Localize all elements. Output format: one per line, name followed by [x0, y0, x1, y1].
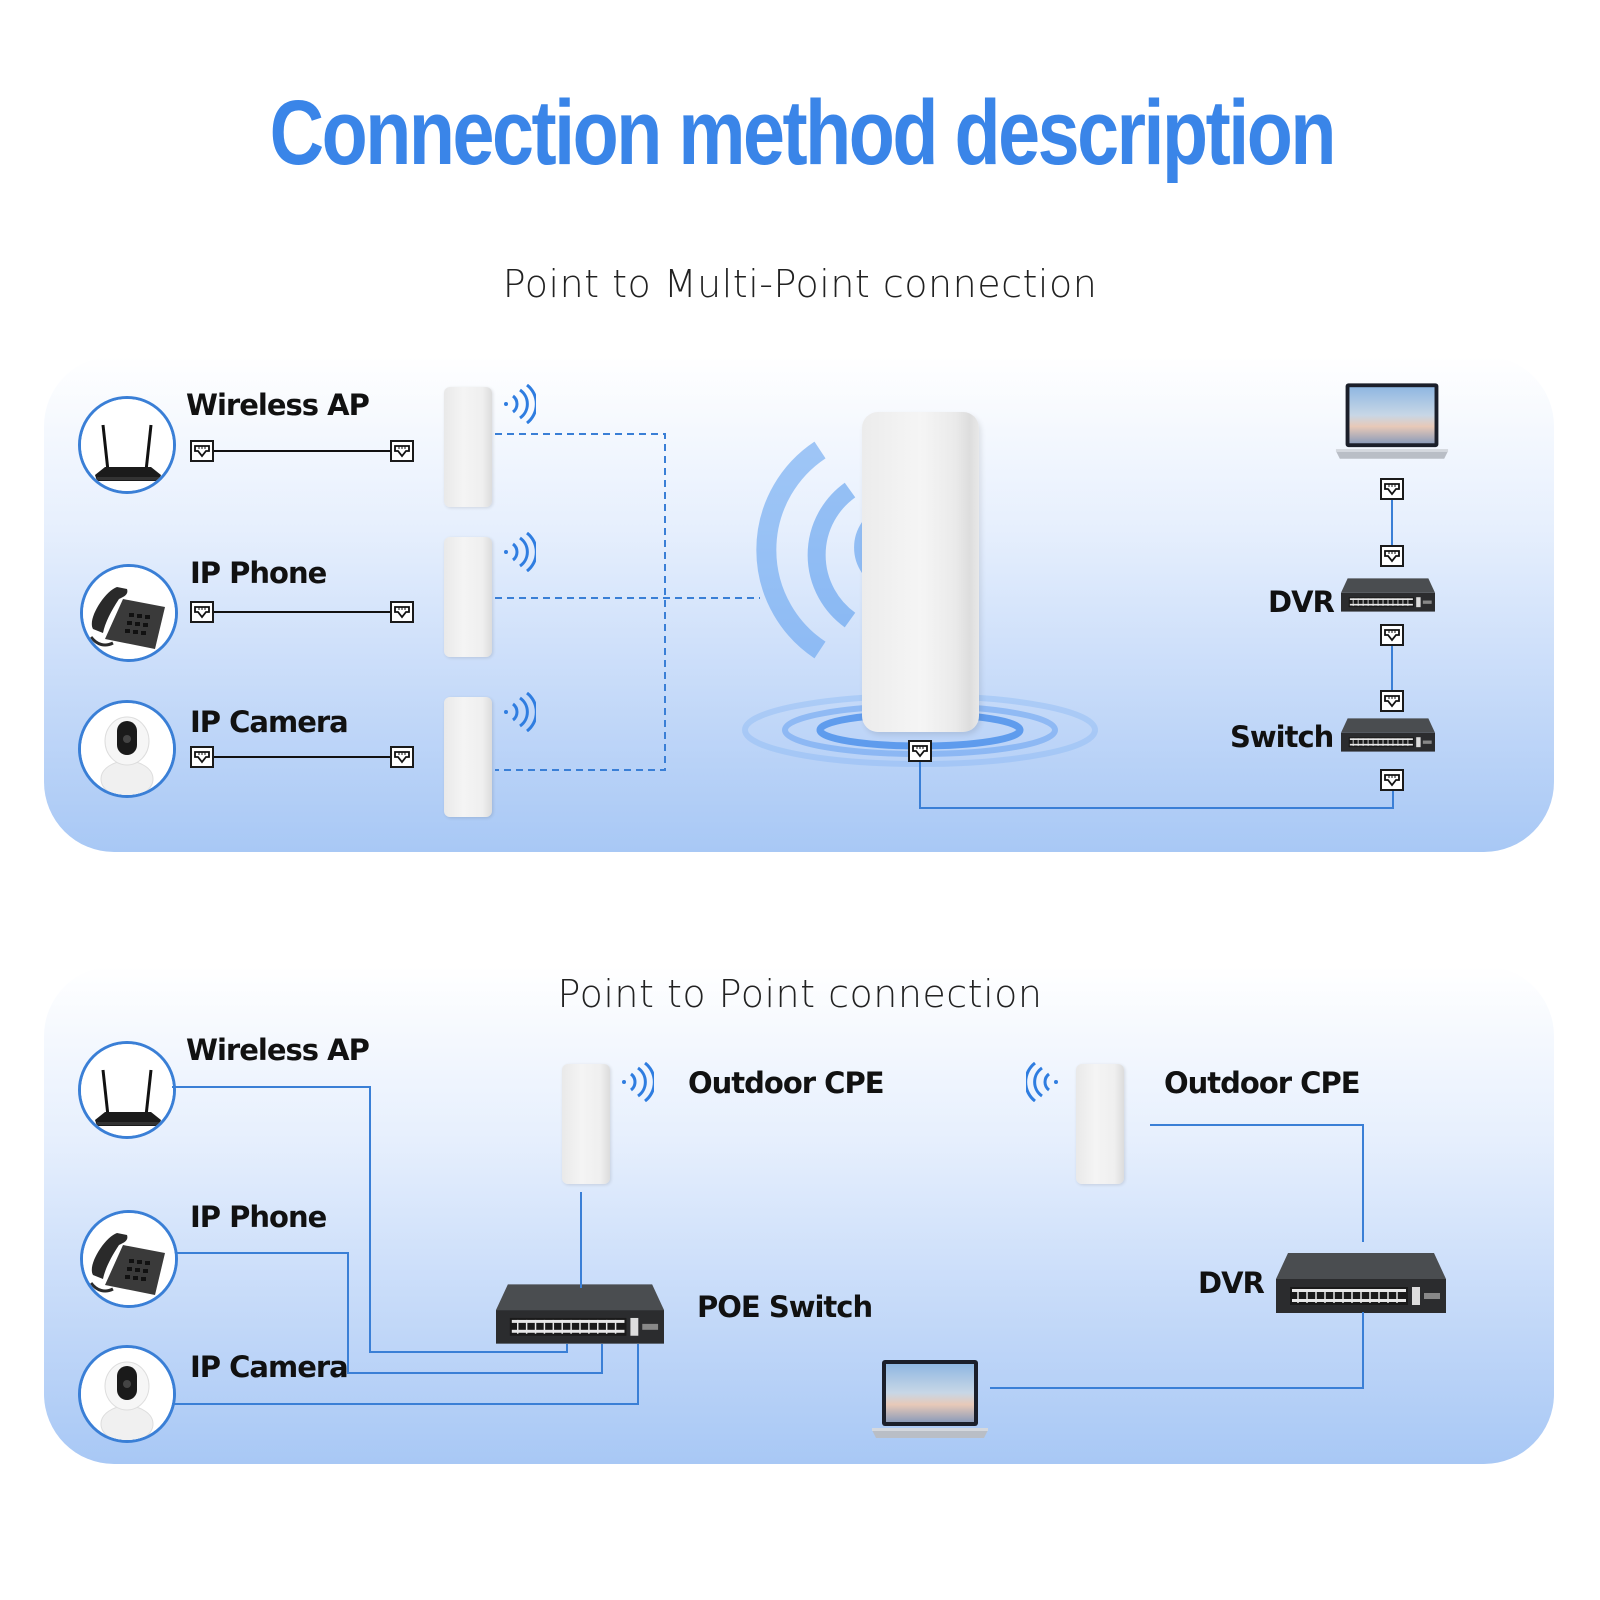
- page-title: Connection method description: [269, 82, 1337, 184]
- label-ip-camera: IP Camera: [190, 1350, 349, 1384]
- ethernet-port-icon: [190, 746, 214, 768]
- outdoor-cpe-left: [562, 1064, 610, 1184]
- ethernet-port-icon: [1380, 769, 1404, 791]
- label-outdoor-cpe-left: Outdoor CPE: [688, 1066, 885, 1100]
- label-wireless-ap: Wireless AP: [186, 388, 370, 422]
- ethernet-port-icon: [1380, 690, 1404, 712]
- wifi-signal-icon: [1026, 1062, 1060, 1102]
- client-cpe-2: [444, 537, 492, 657]
- label-ip-camera: IP Camera: [190, 705, 349, 739]
- ethernet-port-icon: [908, 740, 932, 762]
- base-station-cpe: [862, 412, 979, 732]
- ethernet-port-icon: [1380, 478, 1404, 500]
- label-poe-switch: POE Switch: [697, 1290, 873, 1324]
- dvr-device-icon: [1341, 578, 1435, 612]
- label-outdoor-cpe-right: Outdoor CPE: [1164, 1066, 1361, 1100]
- laptop-icon: [870, 1358, 990, 1442]
- label-switch: Switch: [1230, 720, 1334, 754]
- ethernet-port-icon: [1380, 624, 1404, 646]
- ip-camera-icon: [78, 700, 176, 798]
- label-ip-phone: IP Phone: [190, 556, 327, 590]
- client-cpe-1: [444, 387, 492, 507]
- client-cpe-3: [444, 697, 492, 817]
- poe-switch-icon: [496, 1284, 664, 1344]
- desk-phone-icon: [80, 564, 178, 662]
- dvr-device-icon: [1276, 1252, 1446, 1314]
- outdoor-cpe-right: [1076, 1064, 1124, 1184]
- router-icon: [78, 1041, 176, 1139]
- label-ip-phone: IP Phone: [190, 1200, 327, 1234]
- section-title-point-to-point: Point to Point connection: [557, 972, 1043, 1016]
- ip-camera-icon: [78, 1345, 176, 1443]
- wifi-signal-icon: [502, 692, 536, 732]
- network-switch-icon: [1341, 718, 1435, 752]
- ethernet-port-icon: [1380, 545, 1404, 567]
- desk-phone-icon: [80, 1210, 178, 1308]
- laptop-icon: [1334, 380, 1450, 464]
- label-dvr: DVR: [1268, 585, 1335, 619]
- router-icon: [78, 396, 176, 494]
- wifi-signal-icon: [620, 1062, 654, 1102]
- wifi-signal-icon: [502, 532, 536, 572]
- ethernet-port-icon: [190, 440, 214, 462]
- label-wireless-ap: Wireless AP: [186, 1033, 370, 1067]
- ethernet-port-icon: [390, 746, 414, 768]
- ethernet-port-icon: [390, 601, 414, 623]
- ethernet-port-icon: [190, 601, 214, 623]
- wifi-signal-icon: [502, 384, 536, 424]
- section-title-point-to-multipoint: Point to Multi-Point connection: [502, 262, 1098, 306]
- ethernet-port-icon: [390, 440, 414, 462]
- label-dvr: DVR: [1198, 1266, 1265, 1300]
